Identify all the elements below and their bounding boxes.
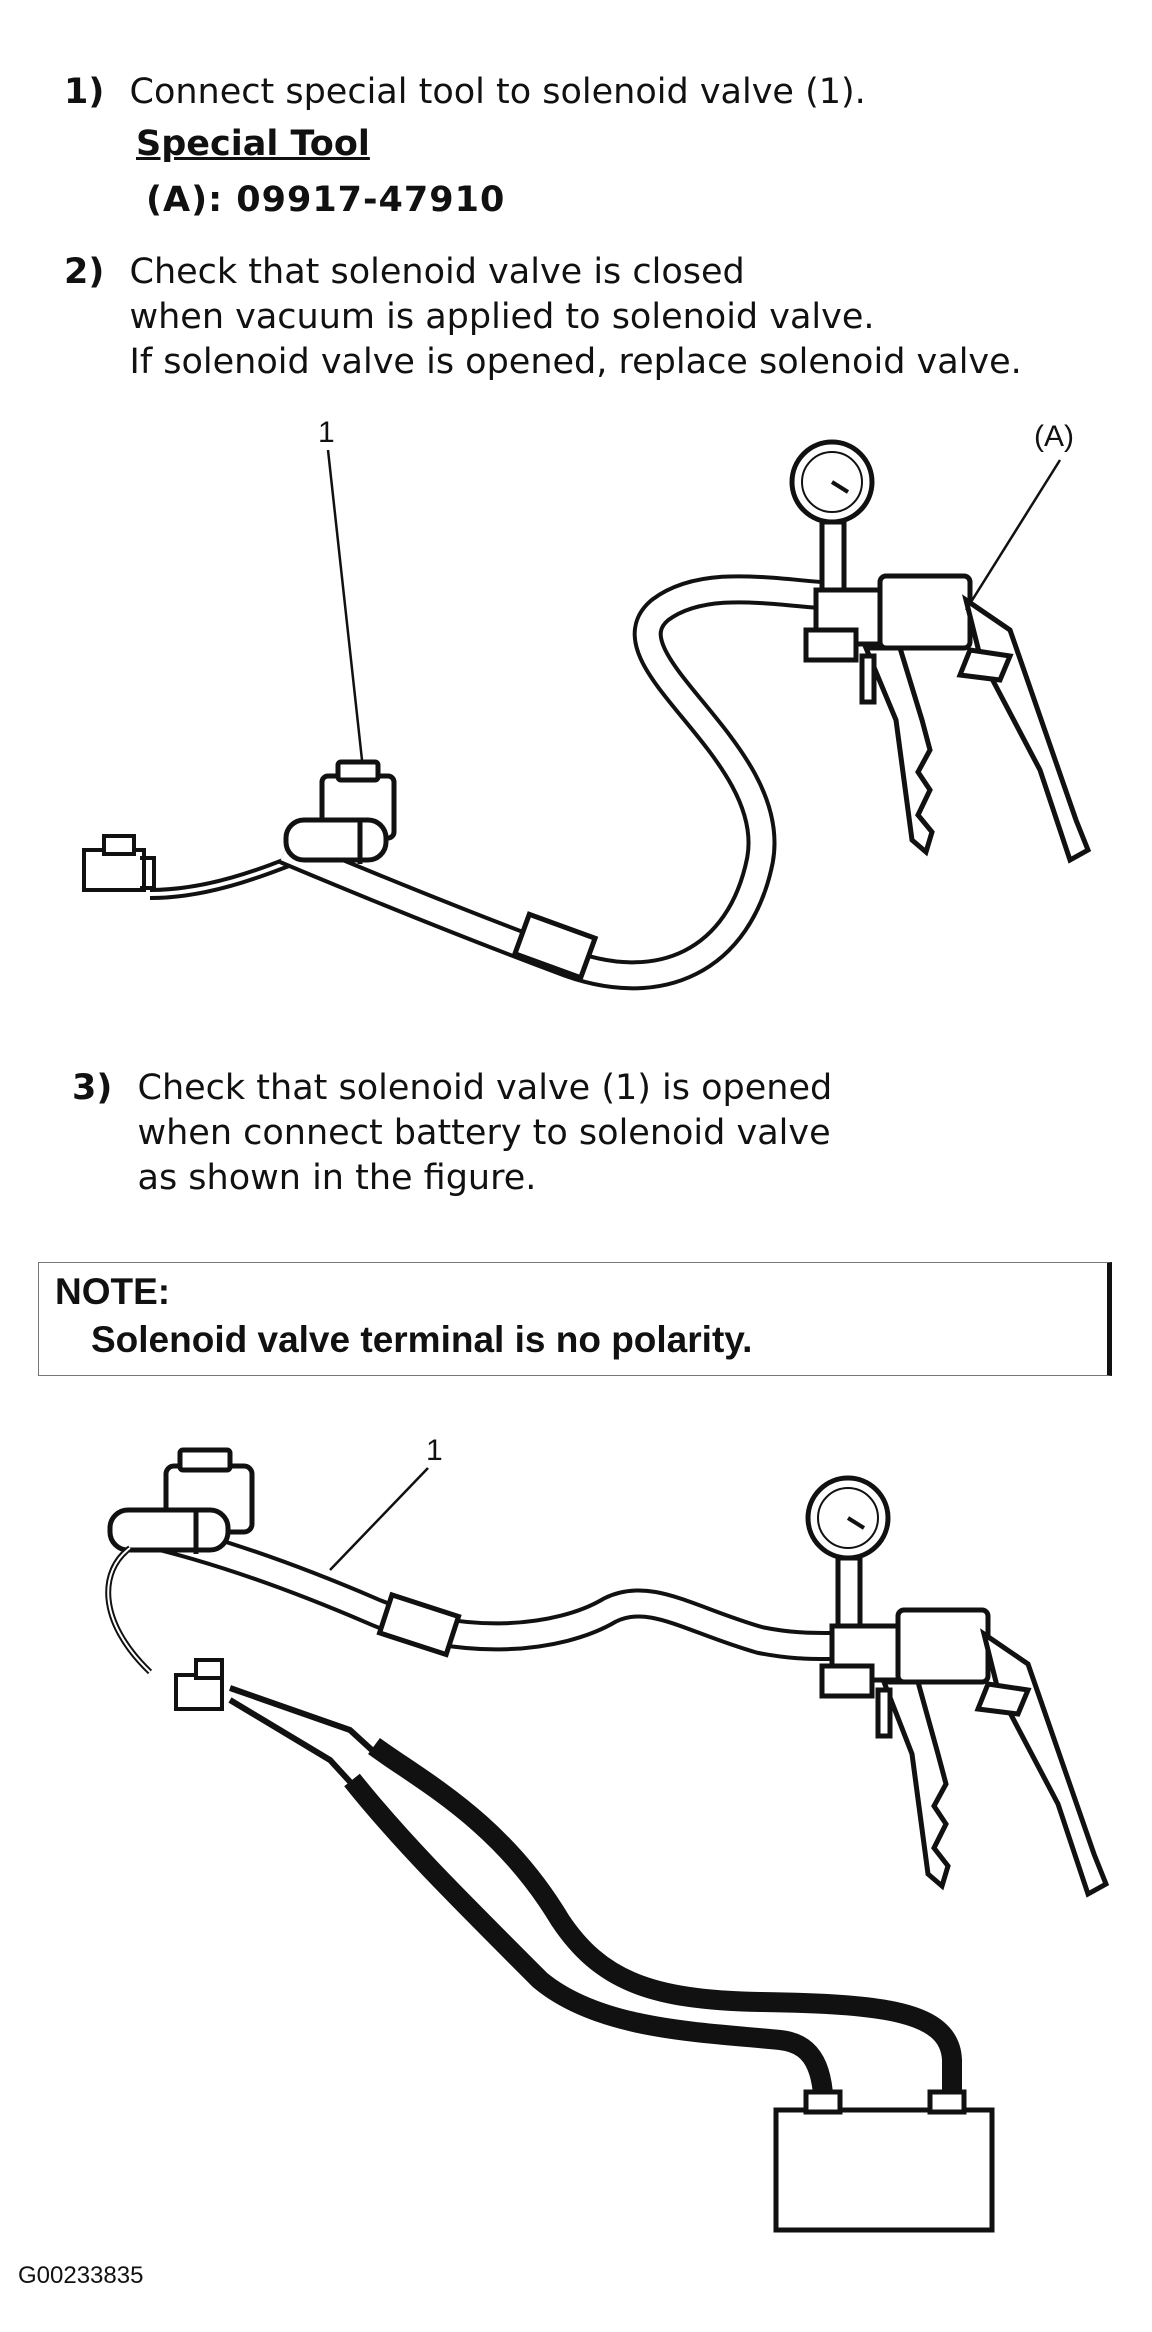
note-body: Solenoid valve terminal is no polarity. bbox=[91, 1319, 753, 1360]
special-tool-number: (A): 09917-47910 bbox=[146, 180, 506, 220]
step-text: when connect battery to solenoid valve bbox=[137, 1113, 831, 1153]
figure-vacuum-test: (A) 1 bbox=[0, 416, 1152, 1040]
step-number: 3) bbox=[72, 1068, 113, 1108]
figure-label-a: (A) bbox=[1034, 420, 1074, 453]
note-box: NOTE: Solenoid valve terminal is no pola… bbox=[38, 1262, 1112, 1376]
special-tool-heading: Special Tool bbox=[136, 124, 370, 164]
step-number: 2) bbox=[64, 252, 105, 292]
battery-test-illustration bbox=[105, 1447, 1110, 2233]
step-text: Check that solenoid valve (1) is opened bbox=[137, 1068, 833, 1108]
image-code: G00233835 bbox=[18, 2262, 144, 2289]
step-text: when vacuum is applied to solenoid valve… bbox=[129, 297, 875, 337]
step-text: as shown in the figure. bbox=[137, 1158, 537, 1198]
step-text: If solenoid valve is opened, replace sol… bbox=[129, 342, 1022, 382]
figure-label-1: 1 bbox=[426, 1434, 443, 1467]
step-3: 3) Check that solenoid valve (1) is open… bbox=[72, 1066, 832, 1201]
step-text: Check that solenoid valve is closed bbox=[129, 252, 745, 292]
step-2: 2) Check that solenoid valve is closed w… bbox=[64, 250, 1022, 385]
figure-label-1: 1 bbox=[318, 416, 335, 449]
figure-battery-test: 1 bbox=[0, 1420, 1152, 2240]
step-1: 1) Connect special tool to solenoid valv… bbox=[64, 70, 866, 115]
note-title: NOTE: bbox=[55, 1271, 171, 1312]
step-text: Connect special tool to solenoid valve (… bbox=[129, 72, 866, 112]
vacuum-test-illustration bbox=[82, 439, 1092, 991]
step-number: 1) bbox=[64, 72, 105, 112]
